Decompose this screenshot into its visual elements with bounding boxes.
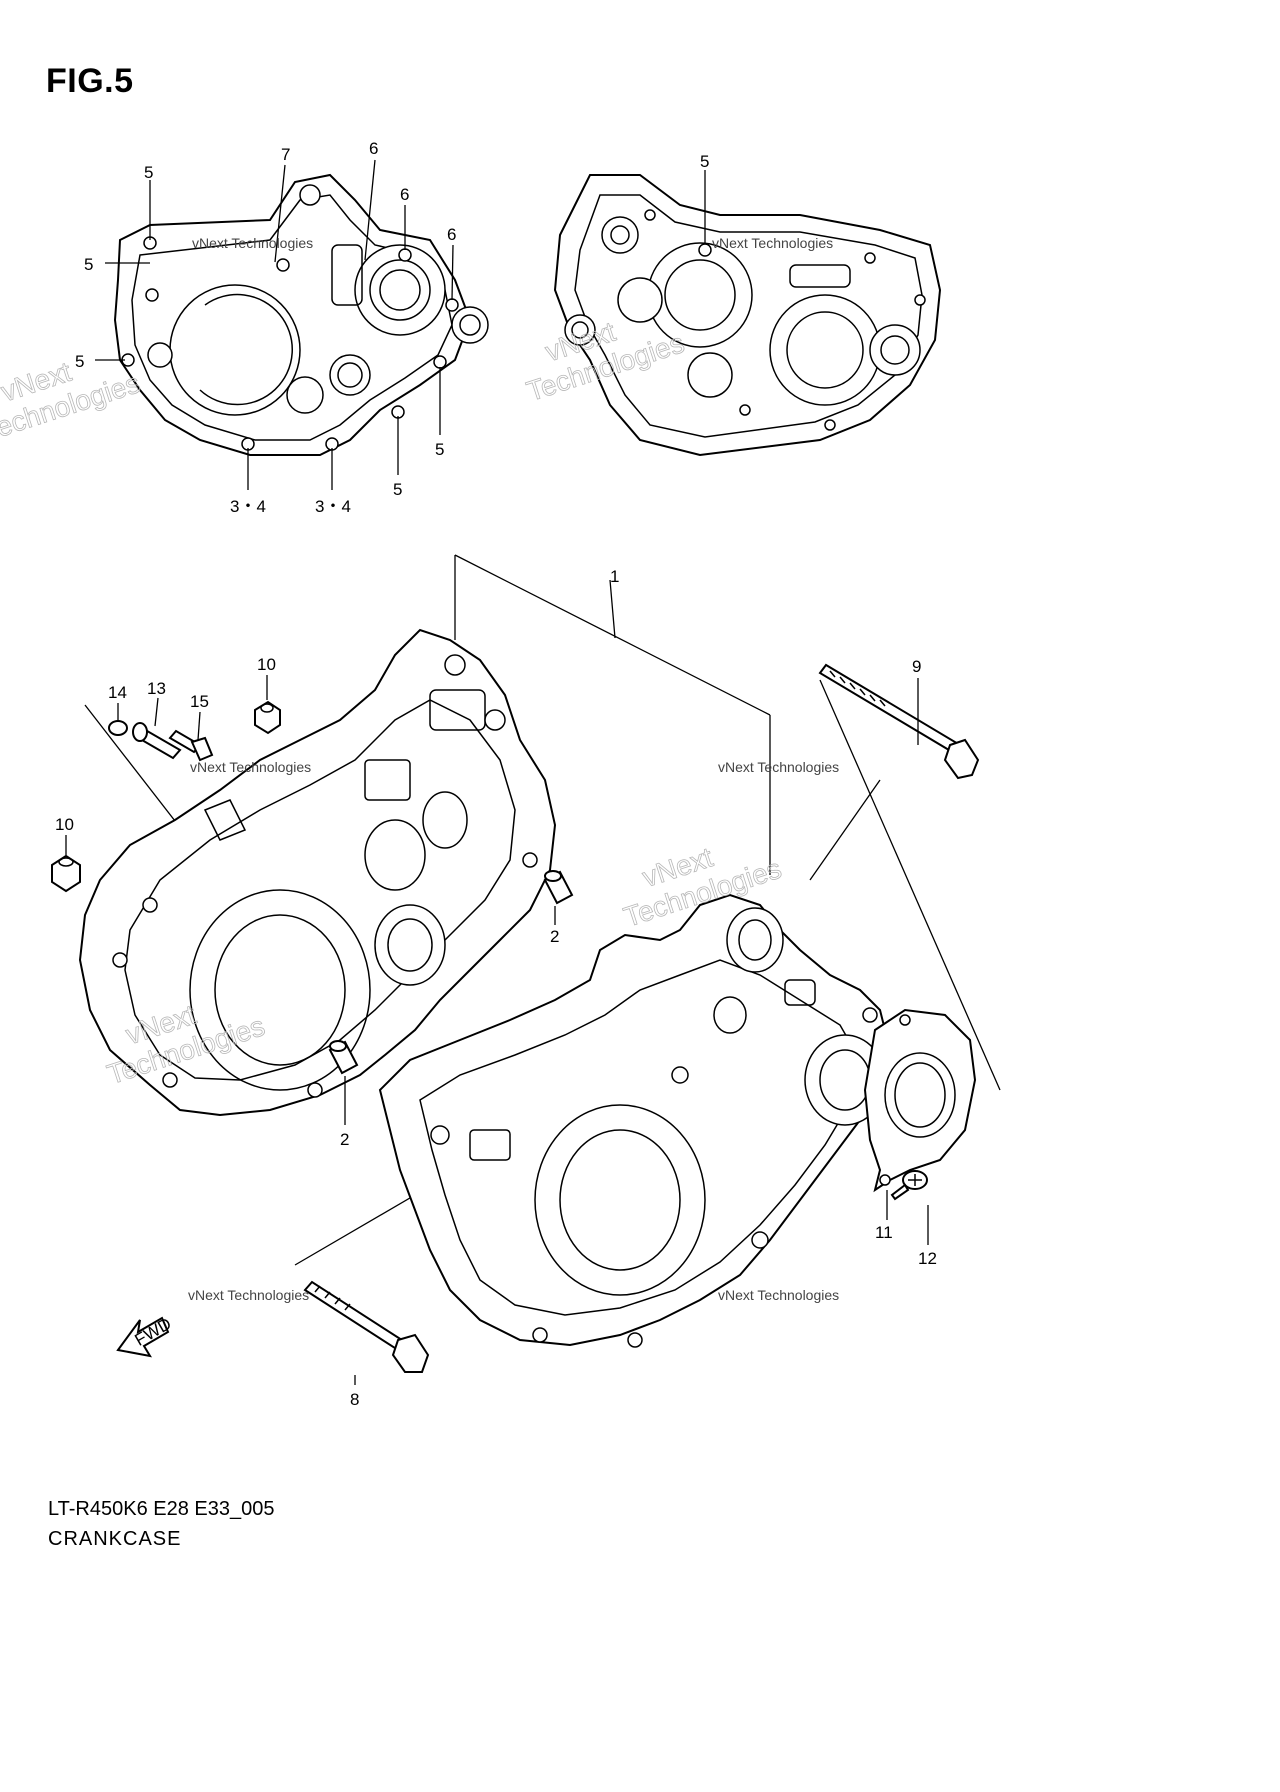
callout-15: 15 [190, 692, 209, 711]
callout-1: 1 [610, 567, 619, 586]
callout-5f: 5 [700, 152, 709, 171]
callout-8: 8 [350, 1390, 359, 1409]
dowel-pins-part-2 [328, 870, 574, 1075]
callout-11: 11 [875, 1223, 893, 1242]
retainer-plate [863, 1008, 977, 1193]
bolt-part-8 [303, 1280, 430, 1373]
callout-14: 14 [108, 683, 127, 702]
callout-5e: 5 [393, 480, 402, 499]
callout-5b: 5 [84, 255, 93, 274]
callout-2a: 2 [550, 927, 559, 946]
screw-part-12 [890, 1170, 928, 1201]
crankcase-right-3d [378, 893, 892, 1348]
callout-6c: 6 [447, 225, 456, 244]
diagram-code: LT-R450K6 E28 E33_005 [48, 1498, 275, 1520]
watermark-small-group: vNext Technologies vNext Technologies vN… [188, 235, 839, 1303]
callout-labels: 1 2 2 3・4 3・4 5 5 5 5 5 5 5 6 6 6 7 8 9 … [55, 139, 937, 1409]
figure-title: FIG.5 [46, 62, 134, 100]
nuts-part-10 [51, 700, 281, 893]
watermark-small-f: vNext Technologies [718, 1287, 839, 1303]
crankcase-right-half-top-view [553, 170, 942, 457]
watermark-small-e: vNext Technologies [188, 1287, 309, 1303]
callout-6b: 6 [400, 185, 409, 204]
callout-3-4b: 3・4 [315, 497, 351, 516]
callout-10b: 10 [55, 815, 74, 834]
callout-7: 7 [281, 145, 290, 164]
callout-12: 12 [918, 1249, 937, 1268]
diagram-name: CRANKCASE [48, 1528, 182, 1550]
callout-3-4a: 3・4 [230, 497, 266, 516]
watermark-small-b: vNext Technologies [712, 235, 833, 251]
watermark-small-c: vNext Technologies [190, 759, 311, 775]
watermark-small-a: vNext Technologies [192, 235, 313, 251]
callout-leaders [65, 675, 929, 1385]
fwd-arrow: FWD [116, 1314, 175, 1358]
callout-5c: 5 [75, 352, 84, 371]
callout-6a: 6 [369, 139, 378, 158]
watermark-small-d: vNext Technologies [718, 759, 839, 775]
callout-5d: 5 [435, 440, 444, 459]
fwd-label: FWD [132, 1314, 175, 1350]
callout-2b: 2 [340, 1130, 349, 1149]
small-parts-13-14-15 [108, 720, 214, 762]
callout-5a: 5 [144, 163, 153, 182]
crankcase-left-3d [78, 628, 557, 1117]
leader-lines-main [84, 554, 1001, 1281]
callout-10a: 10 [257, 655, 276, 674]
callout-13: 13 [147, 679, 166, 698]
crankcase-left-half-top-view [95, 159, 489, 490]
bolt-part-9 [818, 663, 980, 780]
callout-9: 9 [912, 657, 921, 676]
